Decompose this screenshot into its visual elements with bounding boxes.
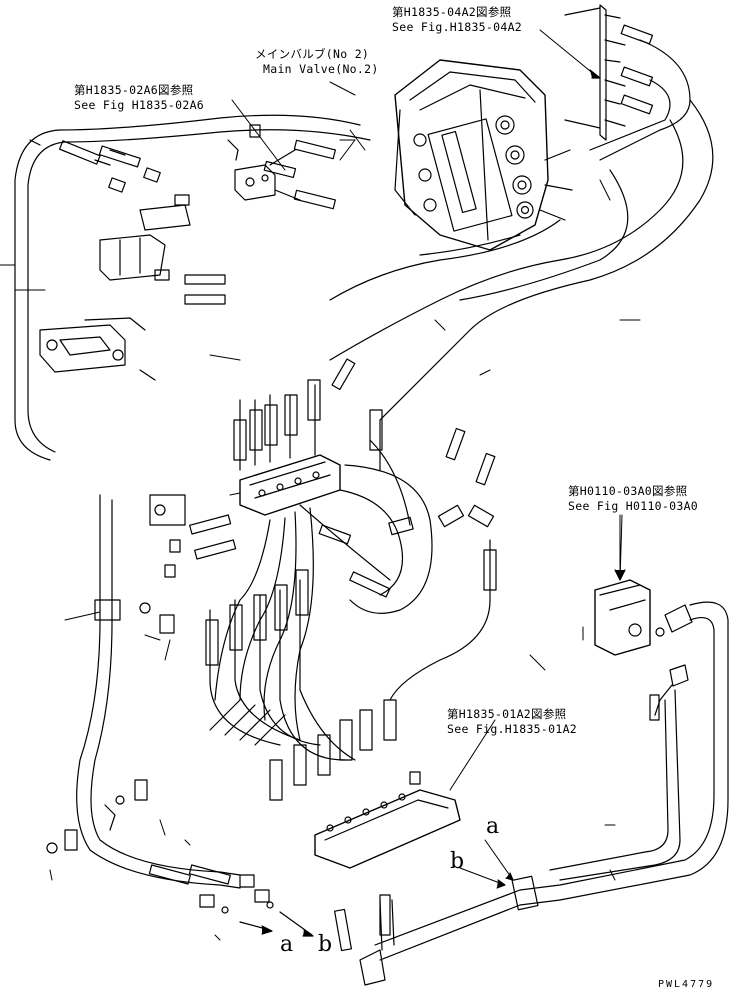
ref-03a0-en-label: See Fig H0110-03A0 (568, 499, 699, 513)
fitting-block-02a6 (227, 124, 336, 210)
main-valve-jp-label: メインバルブ(No 2) (255, 47, 370, 61)
right-valve-block-03a0 (594, 579, 693, 721)
left-pipe-loop (14, 114, 371, 461)
main-valve-no2 (394, 59, 573, 251)
left-long-pipe (46, 494, 391, 952)
main-hoses (329, 99, 714, 421)
ref-04a2-en-label: See Fig.H1835-04A2 (392, 20, 523, 34)
ref-01a2-en-label: See Fig.H1835-01A2 (447, 722, 578, 736)
middle-hoses (299, 419, 497, 701)
connection-arrows (239, 69, 626, 937)
drawing-code: PWL4779 (658, 979, 715, 990)
ref-01a2-jp-label: 第H1835-01A2図参照 (447, 707, 567, 721)
solenoid-valve-blocks (39, 167, 226, 381)
connection-mark-b-upper: b (450, 849, 465, 874)
hose-fan (205, 507, 397, 801)
bottom-manifold-01a2 (314, 771, 461, 869)
connection-mark-a-upper: a (486, 814, 500, 839)
ref-04a2-jp-label: 第H1835-04A2図参照 (392, 5, 512, 19)
leader-lines (0, 29, 641, 941)
main-valve-en-label: Main Valve(No.2) (263, 62, 379, 76)
pipe-bracket-04a2 (564, 4, 691, 161)
lower-left-fittings (149, 494, 237, 578)
connection-mark-a-lower: a (280, 932, 294, 957)
connection-mark-b-lower: b (318, 932, 333, 957)
right-bottom-pipes (359, 601, 729, 986)
center-manifold (233, 358, 496, 516)
ref-02a6-jp-label: 第H1835-02A6図参照 (74, 83, 194, 97)
ref-03a0-jp-label: 第H0110-03A0図参照 (568, 484, 688, 498)
ref-02a6-en-label: See Fig H1835-02A6 (74, 98, 205, 112)
